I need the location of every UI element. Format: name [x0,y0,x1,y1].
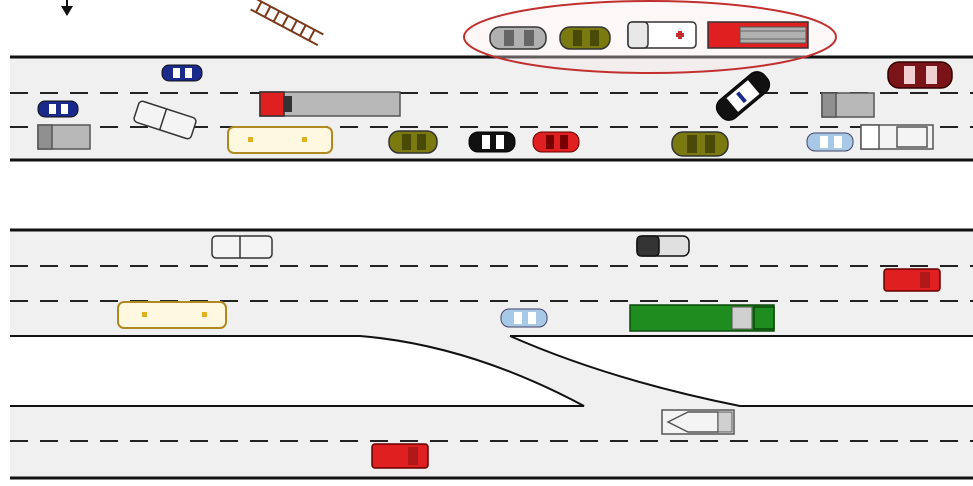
mainline-right-edge [10,335,585,407]
car-navy [161,64,203,82]
car-maroon [887,61,953,89]
truck-green [629,304,775,332]
arrow-icon [61,0,73,16]
bus-cream [117,301,227,329]
ramp-right-edge [509,335,973,407]
truck-red [259,91,401,117]
car-olive [559,26,611,50]
car-olive [388,130,438,154]
car-red [883,268,941,292]
pickup-white [211,235,273,259]
car-grey [489,26,547,50]
ladder-icon [250,0,324,47]
car-red [371,443,429,469]
car-black [468,131,516,153]
pickup-white [133,100,197,140]
truck-grey [37,124,91,150]
car-lightblue [806,132,854,152]
ramp-gore-surface [360,336,740,406]
truck-grey [821,92,875,118]
car-lightblue [500,308,548,328]
truck-white [661,409,735,435]
ambulance [627,21,697,49]
pickup-black [636,235,690,257]
police-car [715,71,771,121]
bus-cream [227,126,333,154]
car-navy [37,100,79,118]
car-olive [671,131,729,157]
car-red [532,131,580,153]
truck-white [860,124,934,150]
fire-truck [707,21,809,49]
lower-highway [10,228,973,480]
